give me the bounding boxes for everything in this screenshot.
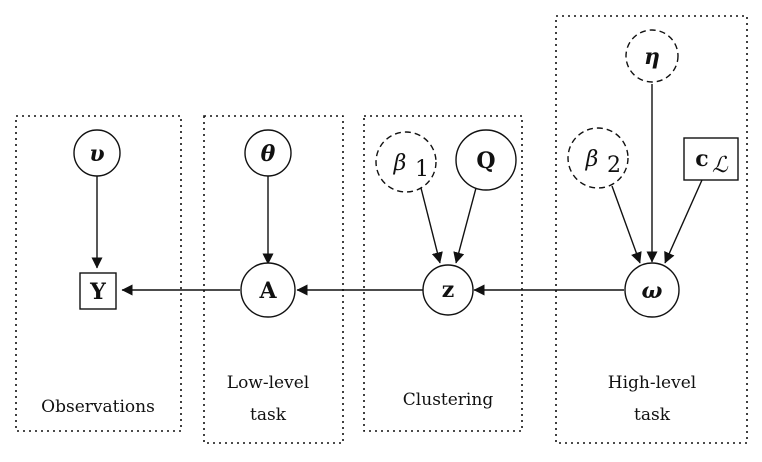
edge-Q-to-z	[453, 187, 477, 264]
node-z-label: z	[442, 277, 455, 303]
node-cL-subscript: ℒ	[712, 153, 729, 178]
node-A: A	[240, 262, 296, 318]
clustering-group	[363, 115, 523, 432]
edge-cL-to-omega	[664, 179, 703, 264]
clustering-label: Clustering	[403, 390, 494, 410]
low-level-label-line2: task	[250, 405, 287, 425]
node-A-label: A	[258, 278, 277, 304]
low-level-label-line1: Low-level	[227, 373, 309, 393]
node-beta1-subscript: 1	[415, 157, 429, 182]
edge-beta1-to-z	[420, 187, 443, 264]
node-beta2-subscript: 2	[607, 153, 621, 178]
high-level-label-line1: High-level	[608, 373, 696, 393]
node-cL-label: c	[695, 146, 708, 172]
node-z: z	[422, 264, 474, 316]
node-Q: Q	[455, 129, 517, 191]
node-beta2: β 2	[567, 127, 629, 189]
node-cL: c ℒ	[683, 137, 739, 181]
node-beta1: β 1	[375, 131, 437, 193]
node-omega-label: ω	[642, 278, 663, 304]
low-level-task-group	[203, 115, 344, 444]
node-eta: η	[625, 29, 679, 83]
node-theta: θ	[244, 129, 292, 177]
high-level-label-line2: task	[634, 405, 671, 425]
node-omega: ω	[624, 262, 680, 318]
node-theta-label: θ	[261, 141, 276, 167]
node-upsilon: υ	[73, 129, 121, 177]
node-eta-label: η	[644, 44, 660, 70]
observations-label: Observations	[41, 397, 155, 417]
node-Y-label: Y	[89, 279, 106, 305]
node-beta1-label: β	[393, 151, 407, 176]
edge-beta2-to-omega	[611, 185, 642, 264]
node-Y: Y	[79, 272, 117, 310]
node-upsilon-label: υ	[89, 141, 104, 167]
node-Q-label: Q	[476, 148, 495, 174]
node-beta2-label: β	[585, 147, 599, 172]
